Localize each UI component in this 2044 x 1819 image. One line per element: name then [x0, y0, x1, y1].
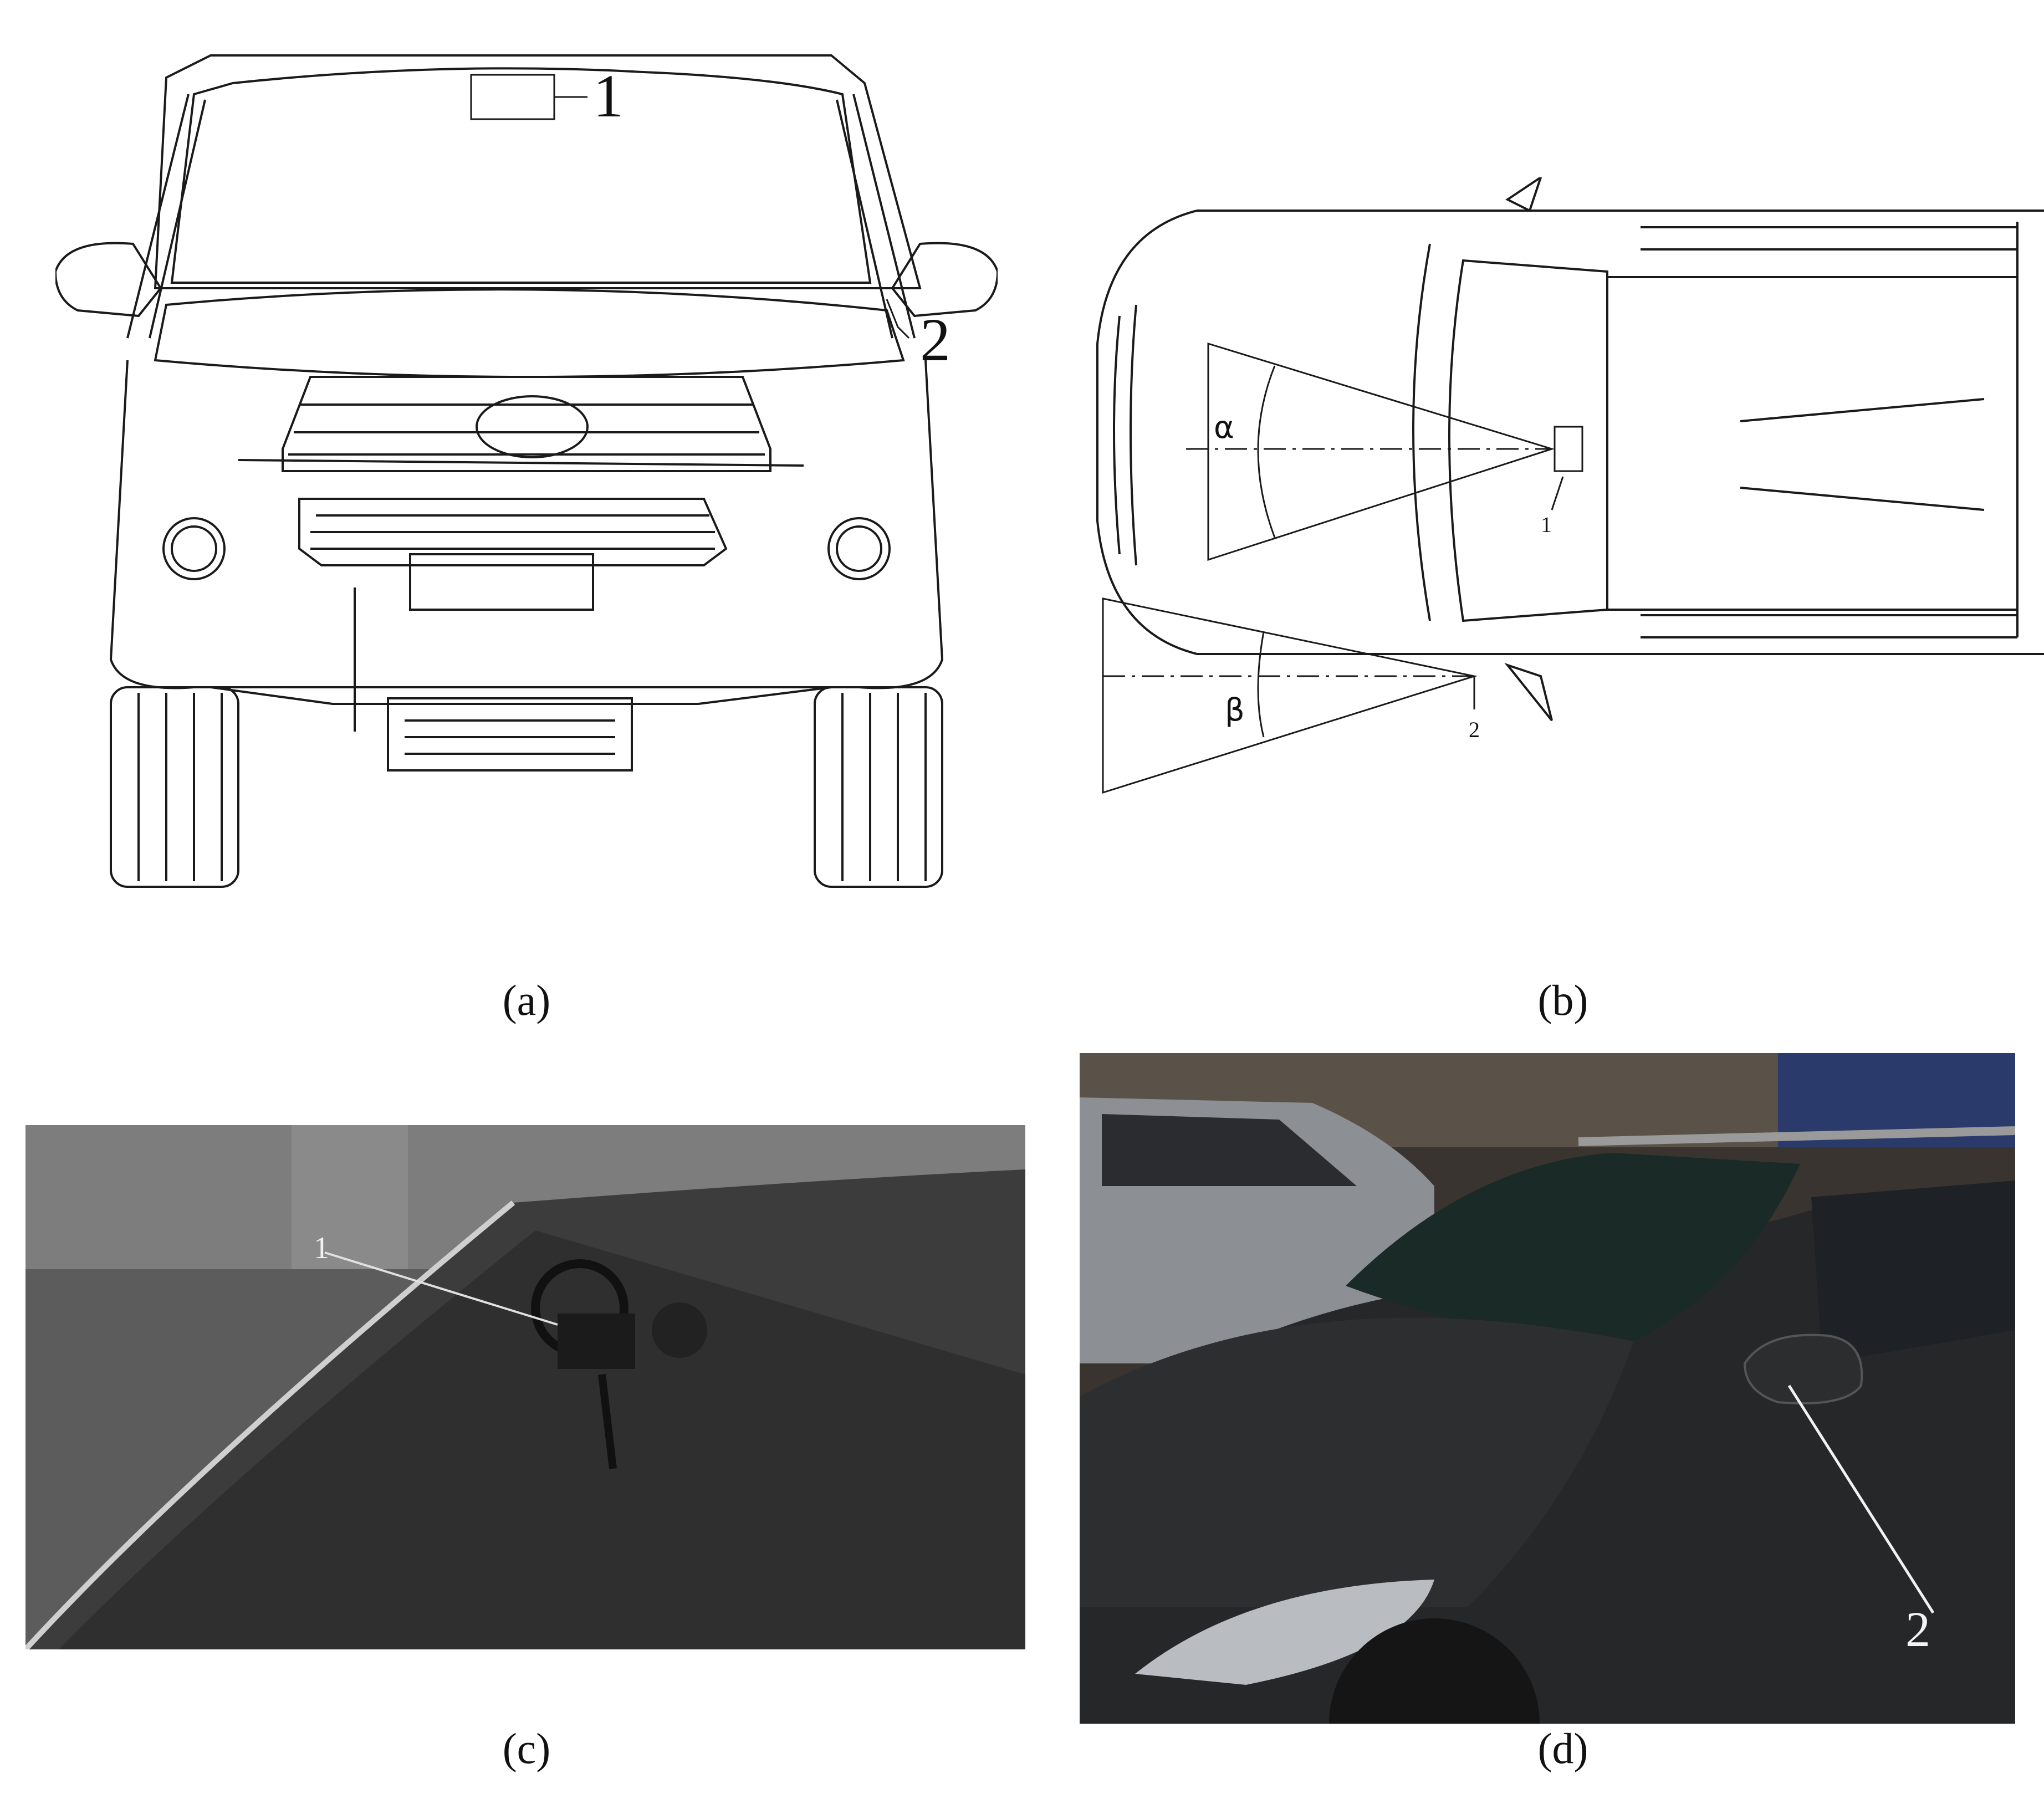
panel-d-mirror-photo: 2	[1080, 1053, 2015, 1724]
label-1: 1	[314, 1231, 329, 1265]
panel-a-front-view: 1 2	[55, 50, 998, 892]
mirror-photo: 2	[1080, 1053, 2015, 1724]
label-1: 1	[593, 62, 624, 130]
camera-photo: 1	[25, 1125, 1025, 1649]
caption-c: (c)	[502, 1724, 551, 1772]
caption-a: (a)	[502, 976, 551, 1024]
front-view-drawing: 1 2	[55, 54, 998, 888]
label-2: 2	[920, 306, 951, 374]
panel-c-camera-photo: 1	[25, 1125, 1025, 1649]
angle-beta: β	[1225, 692, 1245, 728]
angle-alpha: α	[1214, 410, 1234, 446]
caption-b: (b)	[1537, 976, 1588, 1024]
top-view-drawing: α β 1 2	[1096, 177, 2044, 794]
label-1: 1	[1541, 512, 1552, 537]
label-2: 2	[1469, 717, 1480, 742]
panel-b-top-view: α β 1 2	[1086, 177, 2044, 809]
label-2: 2	[1905, 1602, 1930, 1657]
caption-d: (d)	[1537, 1724, 1588, 1772]
